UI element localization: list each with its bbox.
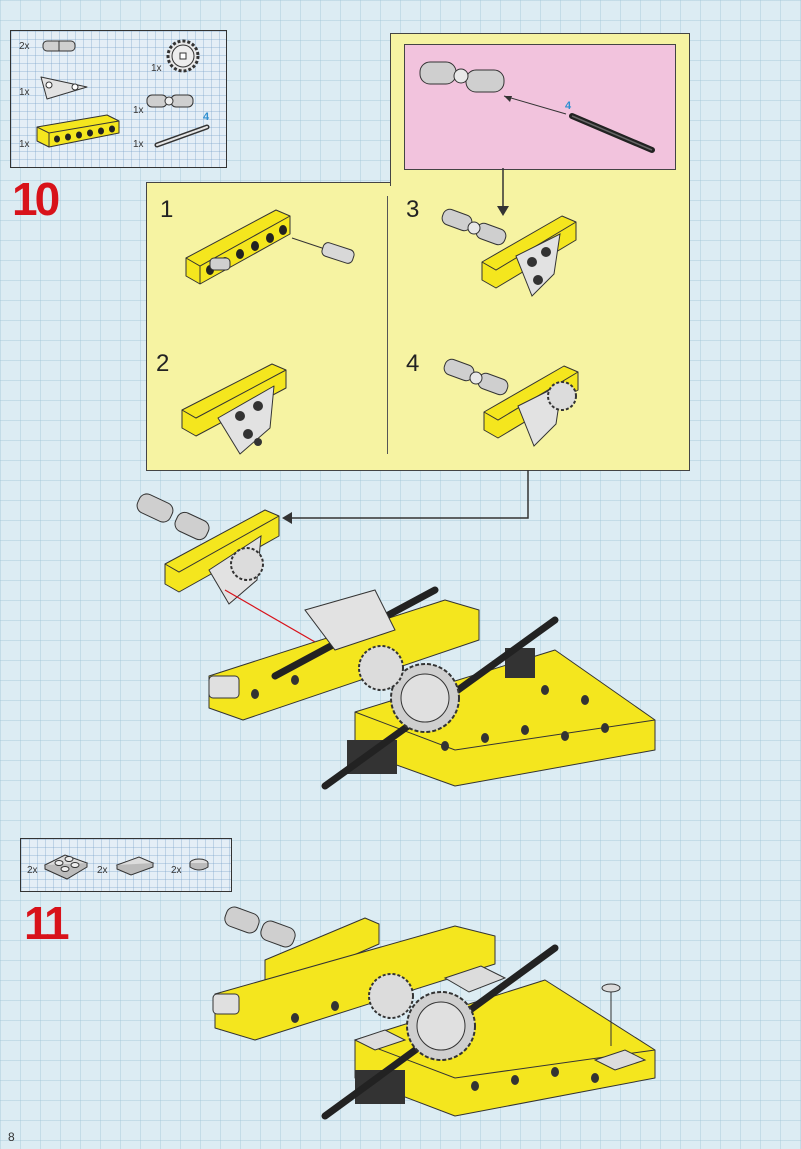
substep-number: 1 [160,196,174,223]
axle-length-label: 4 [203,111,210,123]
step-number: 10 [12,173,60,225]
part-qty: 2x [171,865,182,876]
panel-seam-cover [391,181,687,184]
plate-1x2-icon [115,856,155,876]
step-10-parts-list: 2x 1x 1x 1x 1x 1x 4 [10,30,227,168]
technic-beam-6-icon [36,114,120,148]
substep-number: 4 [406,350,420,377]
universal-joint-icon [146,94,194,108]
substep-1-illustration [185,209,355,285]
down-arrow [497,168,509,216]
part-qty: 1x [151,63,162,74]
substep-4-illustration [443,358,579,447]
part-qty: 2x [27,865,38,876]
plate-2x2-icon [43,854,89,880]
page-number: 8 [8,1130,15,1144]
substep-3-illustration [441,208,577,297]
universal-joint-icon [419,61,505,93]
round-plate-1x1-icon [189,858,209,871]
assembly-arrow [282,470,529,524]
friction-pin-icon [42,40,76,52]
substep-divider [387,196,388,454]
axle-icon [154,124,210,148]
step-11-model-illustration [212,906,656,1120]
insertion-arrow [503,95,567,115]
part-qty: 1x [133,139,144,150]
substep-number: 2 [156,350,170,377]
step-number: 11 [24,897,70,949]
triangle-plate-icon [40,76,88,100]
part-qty: 1x [19,87,30,98]
gear-12-tooth-icon [166,39,200,73]
axle-icon [569,113,655,153]
part-qty: 1x [133,105,144,116]
part-qty: 2x [97,865,108,876]
part-qty: 2x [19,41,30,52]
axle-length-label: 4 [565,100,572,112]
substep-number: 3 [406,196,420,223]
step-10-model-illustration [136,493,656,790]
step-11-parts-list: 2x 2x 2x [20,838,232,892]
substep-2-illustration [181,363,287,455]
part-qty: 1x [19,139,30,150]
